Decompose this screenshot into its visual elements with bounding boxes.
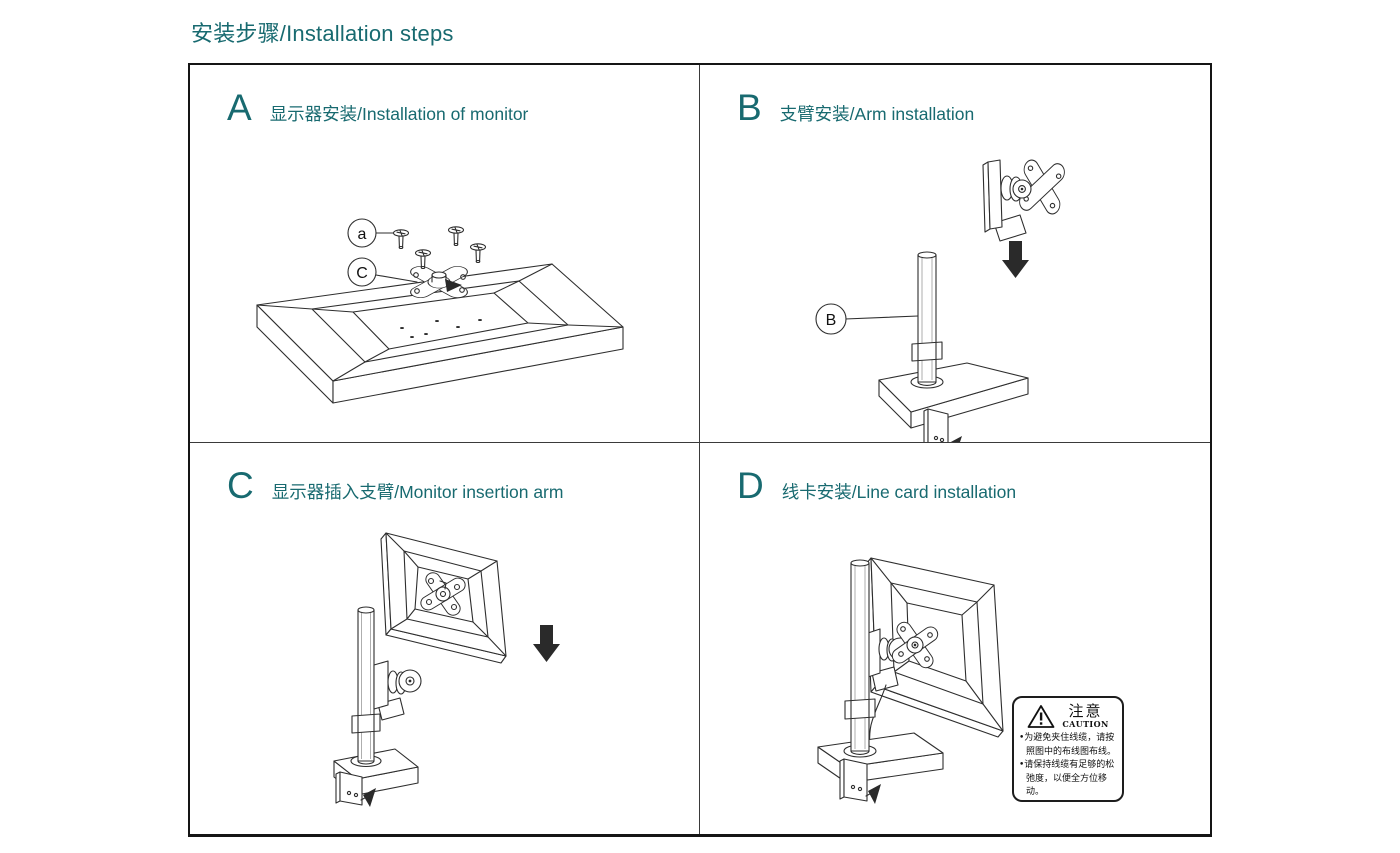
desk-clamp — [923, 408, 962, 442]
pole — [350, 606, 382, 768]
screw-holes — [400, 319, 482, 338]
caution-header: 注意 CAUTION — [1019, 704, 1117, 729]
panel-a-letter: A — [227, 87, 252, 128]
panel-d-header: D 线卡安装/Line card installation — [737, 467, 1016, 504]
panel-a: A 显示器安装/Installation of monitor — [190, 65, 700, 443]
panel-c-letter: C — [227, 465, 254, 506]
panel-b-diagram: B — [815, 159, 1065, 442]
panel-d: D 线卡安装/Line card installation — [700, 443, 1210, 834]
pole-collar — [351, 713, 381, 734]
panel-d-letter: D — [737, 465, 764, 506]
caution-title-en: CAUTION — [1062, 719, 1109, 730]
panel-c: C 显示器插入支臂/Monitor insertion arm — [190, 443, 700, 834]
callout-b: B — [815, 303, 919, 335]
desk-slab — [878, 362, 1029, 429]
screws — [392, 226, 487, 270]
panel-c-diagram — [333, 532, 560, 807]
desk-slab — [817, 732, 944, 784]
arm-head — [982, 159, 1065, 242]
callout-b-label: B — [826, 312, 837, 329]
down-arrow-icon — [533, 625, 560, 662]
screw — [414, 249, 432, 270]
panel-b-title: 支臂安装/Arm installation — [779, 104, 975, 124]
panel-c-header: C 显示器插入支臂/Monitor insertion arm — [227, 467, 563, 504]
callout-a: a — [347, 218, 394, 248]
panel-b: B 支臂安装/Arm installation — [700, 65, 1210, 443]
callout-a-label: a — [358, 226, 367, 243]
caution-title-cn: 注意 — [1068, 702, 1103, 721]
pole — [843, 559, 877, 758]
caution-box: 注意 CAUTION •为避免夹住线缆，请按照图中的布线图布线。 •请保持线缆有… — [1012, 696, 1124, 802]
vesa-plate — [891, 621, 939, 669]
panel-b-letter: B — [737, 87, 762, 128]
installation-steps-grid: A 显示器安装/Installation of monitor — [188, 63, 1212, 837]
panel-a-header: A 显示器安装/Installation of monitor — [227, 89, 528, 126]
callout-c: C — [347, 257, 418, 287]
warning-triangle-icon — [1027, 705, 1055, 728]
caution-line-1: •为避免夹住线缆，请按照图中的布线图布线。 — [1019, 733, 1117, 757]
monitor-back-drawing — [380, 532, 507, 664]
arm-joint — [373, 660, 422, 721]
arm-joint — [867, 621, 939, 756]
panel-d-title: 线卡安装/Line card installation — [781, 482, 1017, 502]
page-title: 安装步骤/Installation steps — [191, 21, 454, 46]
vesa-plate — [410, 266, 468, 298]
pole-collar — [911, 341, 943, 362]
cable — [870, 684, 887, 726]
screw — [447, 226, 465, 247]
pole — [910, 251, 944, 389]
monitor-back-drawing — [256, 263, 624, 404]
caution-titles: 注意 CAUTION — [1062, 702, 1109, 730]
panel-a-title: 显示器安装/Installation of monitor — [269, 104, 529, 124]
vesa-plate — [420, 572, 466, 616]
callout-c-label: C — [356, 265, 368, 282]
down-arrow-icon — [1002, 241, 1029, 278]
caution-line-2: •请保持线缆有足够的松弛度，以便全方位移动。 — [1019, 760, 1115, 797]
screw — [469, 243, 487, 264]
panel-b-header: B 支臂安装/Arm installation — [737, 89, 974, 126]
pole-collar — [844, 698, 876, 720]
screw — [392, 229, 410, 250]
panel-c-title: 显示器插入支臂/Monitor insertion arm — [271, 482, 564, 502]
desk-clamp — [335, 771, 376, 807]
desk-clamp — [839, 758, 881, 804]
panel-a-diagram: a C — [256, 218, 624, 404]
panel-d-diagram — [817, 557, 1004, 804]
